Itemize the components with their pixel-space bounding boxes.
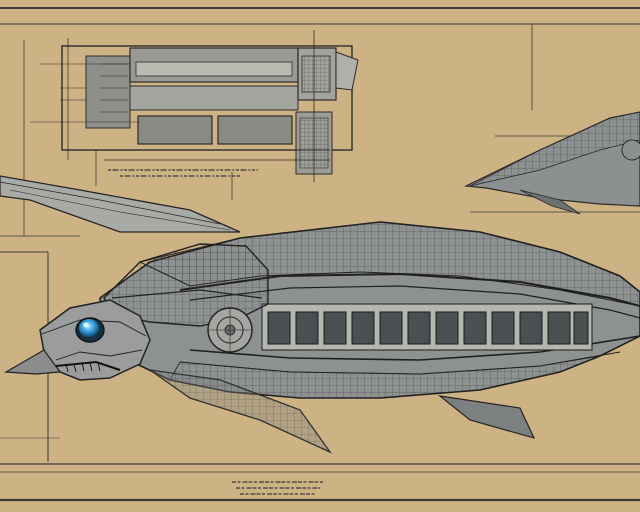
dorsal-shell	[138, 221, 640, 307]
glowing-eye	[75, 317, 105, 343]
top-schematic-drawing	[30, 30, 359, 200]
caption-bottom-center	[232, 481, 324, 495]
front-flipper	[149, 369, 332, 454]
main-turtle-ship	[0, 175, 640, 454]
caption-under-top-drawing	[108, 169, 258, 177]
side-view-drawing	[463, 111, 640, 215]
turtle-beak	[3, 349, 62, 375]
gear-rosette	[207, 307, 253, 353]
rear-lower-fin	[437, 395, 536, 439]
window-gallery	[261, 303, 593, 351]
